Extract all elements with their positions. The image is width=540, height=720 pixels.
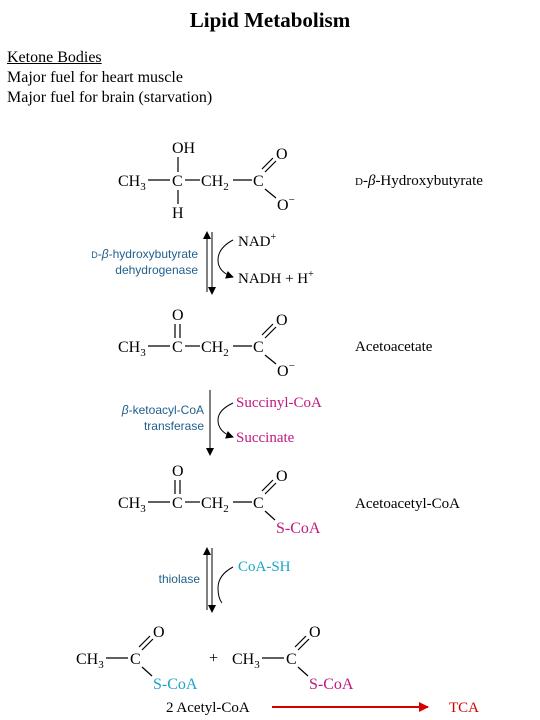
double-bond bbox=[138, 635, 151, 648]
bond bbox=[141, 666, 153, 677]
structure-acetyl-coa-1: CH3 C O S-CoA bbox=[76, 624, 198, 693]
atom-c: C bbox=[130, 651, 141, 668]
group-s-coa: S-CoA bbox=[309, 676, 354, 693]
label-hydroxybutyrate: D-β-Hydroxybutyrate bbox=[355, 173, 483, 189]
label-acetoacetate: Acetoacetate bbox=[355, 339, 433, 355]
cofactor-curve bbox=[217, 239, 234, 279]
label-acetoacetyl-coa: Acetoacetyl-CoA bbox=[355, 496, 460, 512]
atom-c: C bbox=[253, 495, 264, 512]
page-title: Lipid Metabolism bbox=[189, 8, 351, 32]
atom-c: C bbox=[286, 651, 297, 668]
atom-o: O bbox=[309, 624, 321, 641]
atom-ch2: CH2 bbox=[201, 173, 229, 193]
bond bbox=[264, 354, 277, 365]
reaction-dehydrogenase: D-β-hydroxybutyrate dehydrogenase NAD+ N… bbox=[91, 231, 314, 295]
enzyme-label-line1: D-β-hydroxybutyrate bbox=[91, 247, 198, 261]
structure-acetoacetate: O CH3 C CH2 C O O− bbox=[118, 307, 295, 380]
cosubstrate-succinyl-coa: Succinyl-CoA bbox=[236, 395, 322, 411]
atom-o: O bbox=[172, 307, 184, 324]
atom-c: C bbox=[253, 339, 264, 356]
double-bond bbox=[261, 157, 274, 170]
atom-o-minus: O− bbox=[277, 360, 295, 380]
group-s-coa: S-CoA bbox=[276, 520, 321, 537]
atom-ch2: CH2 bbox=[201, 339, 229, 359]
intro: Ketone Bodies Major fuel for heart muscl… bbox=[7, 48, 212, 108]
atom-o: O bbox=[153, 624, 165, 641]
atom-c: C bbox=[253, 173, 264, 190]
enzyme-label: thiolase bbox=[159, 572, 201, 586]
double-bond bbox=[141, 638, 154, 651]
enzyme-label-line1: β-ketoacyl-CoA bbox=[121, 403, 204, 417]
atom-ch3: CH3 bbox=[118, 339, 146, 359]
atom-c: C bbox=[172, 339, 183, 356]
enzyme-label-line2: transferase bbox=[144, 419, 204, 433]
double-bond bbox=[261, 479, 274, 492]
structure-acetyl-coa-2: CH3 C O S-CoA bbox=[232, 624, 354, 693]
label-acetyl-coa: 2 Acetyl-CoA bbox=[166, 700, 250, 716]
structure-acetoacetyl-coa: O CH3 C CH2 C O S-CoA bbox=[118, 463, 321, 537]
bond bbox=[264, 510, 276, 521]
cosubstrate-curve bbox=[217, 566, 234, 604]
atom-o: O bbox=[276, 312, 288, 329]
bond bbox=[297, 666, 309, 677]
reaction-transferase: β-ketoacyl-CoA transferase Succinyl-CoA … bbox=[121, 390, 322, 456]
double-bond bbox=[264, 482, 277, 495]
atom-ch2: CH2 bbox=[201, 495, 229, 515]
atom-o: O bbox=[172, 463, 184, 480]
cosubstrate-coa-sh: CoA-SH bbox=[238, 559, 291, 575]
atom-ch3: CH3 bbox=[232, 651, 260, 671]
coproduct-succinate: Succinate bbox=[236, 430, 295, 446]
label-tca: TCA bbox=[449, 700, 479, 716]
cofactor-nadh: NADH + H+ bbox=[238, 269, 314, 287]
enzyme-label-line2: dehydrogenase bbox=[115, 263, 198, 277]
reaction-thiolase: thiolase CoA-SH bbox=[159, 547, 291, 613]
group-s-coa: S-CoA bbox=[153, 676, 198, 693]
atom-o: O bbox=[276, 146, 288, 163]
atom-ch3: CH3 bbox=[118, 173, 146, 193]
intro-heading: Ketone Bodies bbox=[7, 49, 102, 66]
intro-line-brain: Major fuel for brain (starvation) bbox=[7, 89, 213, 106]
cosubstrate-curve bbox=[217, 402, 234, 439]
atom-c: C bbox=[172, 173, 183, 190]
atom-o-minus: O− bbox=[277, 194, 295, 214]
double-bond bbox=[264, 326, 277, 339]
double-bond bbox=[261, 323, 274, 336]
atom-ch3: CH3 bbox=[76, 651, 104, 671]
double-bond bbox=[297, 638, 310, 651]
cofactor-nad: NAD+ bbox=[238, 232, 277, 250]
bond bbox=[264, 188, 277, 199]
atom-c: C bbox=[172, 495, 183, 512]
double-bond bbox=[264, 160, 277, 173]
atom-ch3: CH3 bbox=[118, 495, 146, 515]
double-bond bbox=[294, 635, 307, 648]
structure-hydroxybutyrate: OH CH3 C H CH2 C O O− bbox=[118, 140, 295, 222]
atom-o: O bbox=[276, 468, 288, 485]
plus-sign: + bbox=[209, 650, 218, 667]
intro-line-heart: Major fuel for heart muscle bbox=[7, 69, 183, 86]
atom-h: H bbox=[172, 205, 184, 222]
atom-oh: OH bbox=[172, 140, 196, 157]
